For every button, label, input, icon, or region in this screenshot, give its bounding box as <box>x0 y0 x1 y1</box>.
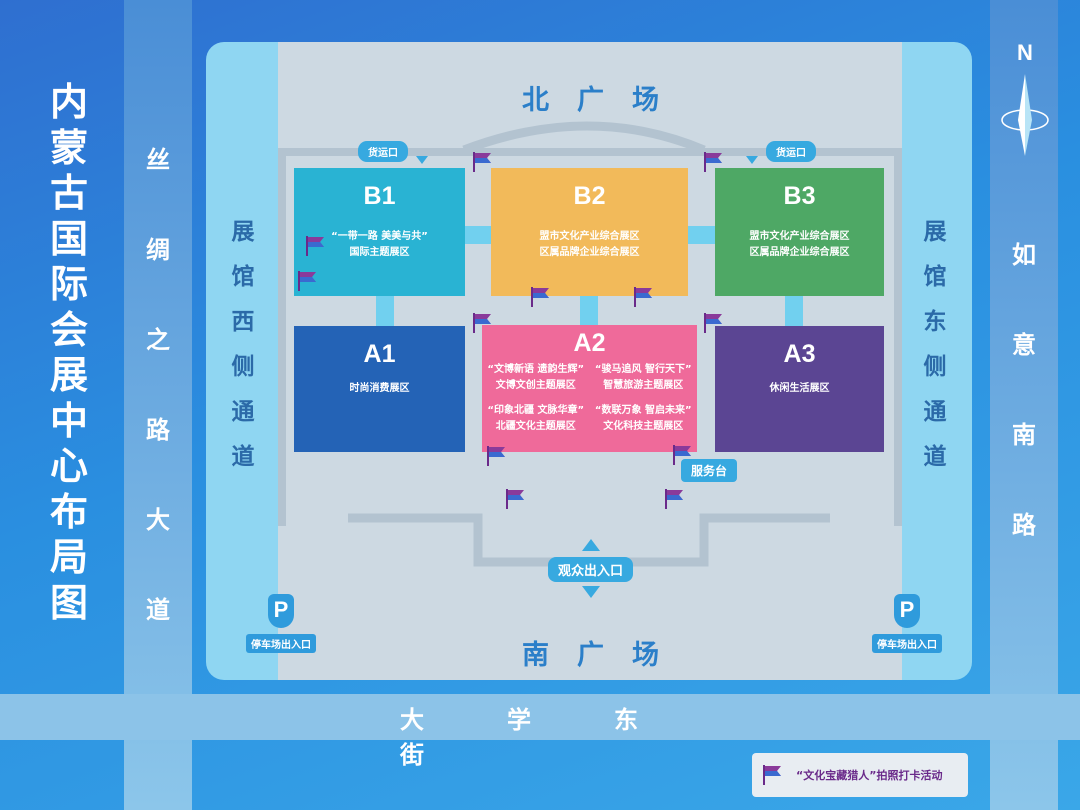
entrance-arrow-down-icon <box>582 586 600 598</box>
bridge-b2-b3 <box>688 226 716 244</box>
parking-east-label: 停车场出入口 <box>872 634 942 653</box>
hall-b3-title: B3 <box>783 182 816 210</box>
bridge-b1-b2 <box>464 226 492 244</box>
hall-a2-zone-2-label: 智慧旅游主题展区 <box>603 380 684 391</box>
hall-a2-zone-3-slogan: “印象北疆 文脉华章” <box>487 405 585 416</box>
compass: N <box>998 40 1052 160</box>
road-label-east: 如意南路 <box>1012 241 1036 539</box>
cargo-entrance-east-tag[interactable]: 货运口 <box>766 141 816 162</box>
road-label-south: 大学东街 <box>400 706 721 769</box>
legend-flag-icon <box>763 765 781 785</box>
flag-icon[interactable] <box>664 488 684 510</box>
flag-icon[interactable] <box>703 312 723 334</box>
passage-east-label: 展馆东侧通道 <box>923 219 947 470</box>
hall-a2-zone-4-label: 文化科技主题展区 <box>603 421 684 432</box>
legend: “文化宝藏猎人”拍照打卡活动 <box>752 753 968 797</box>
hall-b1-line-1: “一带一路 美美与共” <box>331 231 428 242</box>
hall-b1[interactable]: B1 “一带一路 美美与共” 国际主题展区 <box>294 168 465 296</box>
flag-icon[interactable] <box>703 151 723 173</box>
hall-a3[interactable]: A3 休闲生活展区 <box>715 326 884 452</box>
hall-b2[interactable]: B2 盟市文化产业综合展区 区属品牌企业综合展区 <box>491 168 688 296</box>
parking-west-label: 停车场出入口 <box>246 634 316 653</box>
cargo-west-pointer-icon <box>416 156 428 164</box>
hall-b2-title: B2 <box>573 182 606 210</box>
entrance-arrow-up-icon <box>582 539 600 551</box>
cargo-entrance-west-tag[interactable]: 货运口 <box>358 141 408 162</box>
hall-b2-line-2: 区属品牌企业综合展区 <box>539 247 640 258</box>
flag-icon[interactable] <box>297 270 317 292</box>
flag-icon[interactable] <box>530 286 550 308</box>
road-daxue-east <box>0 694 1080 740</box>
hall-a1-title: A1 <box>363 340 396 368</box>
hall-a1-line-1: 时尚消费展区 <box>349 383 410 394</box>
bridge-b2-a2 <box>580 296 598 326</box>
flag-icon[interactable] <box>305 235 325 257</box>
visitor-entrance-tag[interactable]: 观众出入口 <box>548 557 634 582</box>
hall-a2-zone-1-label: 文博文创主题展区 <box>495 380 576 391</box>
parking-icon: P <box>268 594 294 628</box>
road-label-west: 丝绸之路大道 <box>146 146 170 624</box>
flag-icon[interactable] <box>633 286 653 308</box>
hall-a2-zone-3-label: 北疆文化主题展区 <box>495 421 576 432</box>
flag-icon[interactable] <box>672 444 692 466</box>
hall-a2-zone-4-slogan: “数联万象 智启未来” <box>594 405 692 416</box>
hall-b1-title: B1 <box>363 182 396 210</box>
road-silk-road-avenue <box>124 0 192 810</box>
bridge-b1-a1 <box>376 296 394 326</box>
compass-needle-icon <box>1001 74 1049 156</box>
hall-b3[interactable]: B3 盟市文化产业综合展区 区属品牌企业综合展区 <box>715 168 884 296</box>
legend-text: “文化宝藏猎人”拍照打卡活动 <box>796 769 943 782</box>
hall-a2-zone-1-slogan: “文博新语 遗韵生辉” <box>487 364 585 375</box>
hall-a3-title: A3 <box>783 340 816 368</box>
cargo-east-pointer-icon <box>746 156 758 164</box>
flag-icon[interactable] <box>472 151 492 173</box>
hall-a2[interactable]: A2 “文博新语 遗韵生辉” 文博文创主题展区 “骏马追风 智行天下” 智慧旅游… <box>482 325 697 452</box>
flag-icon[interactable] <box>486 445 506 467</box>
bridge-b3-a3 <box>785 296 803 326</box>
hall-b3-line-2: 区属品牌企业综合展区 <box>749 247 850 258</box>
parking-east[interactable]: P 停车场出入口 <box>872 594 942 653</box>
plaza-south-label: 南广场 <box>522 640 687 671</box>
flag-icon[interactable] <box>505 488 525 510</box>
hall-a1[interactable]: A1 时尚消费展区 <box>294 326 465 452</box>
hall-a2-title: A2 <box>573 329 606 357</box>
parking-west[interactable]: P 停车场出入口 <box>246 594 316 653</box>
hall-b1-line-2: 国际主题展区 <box>349 247 410 258</box>
hall-b2-line-1: 盟市文化产业综合展区 <box>539 231 640 242</box>
page-title: 内蒙古国际会展中心布局图 <box>49 80 88 625</box>
plaza-north-label: 北广场 <box>522 85 687 116</box>
passage-west-label: 展馆西侧通道 <box>231 219 255 470</box>
parking-icon: P <box>894 594 920 628</box>
compass-north-label: N <box>1017 40 1033 65</box>
service-desk-tag[interactable]: 服务台 <box>681 459 738 482</box>
hall-b3-line-1: 盟市文化产业综合展区 <box>749 231 850 242</box>
flag-icon[interactable] <box>472 312 492 334</box>
hall-a2-zone-2-slogan: “骏马追风 智行天下” <box>594 364 692 375</box>
hall-a3-line-1: 休闲生活展区 <box>769 383 830 394</box>
